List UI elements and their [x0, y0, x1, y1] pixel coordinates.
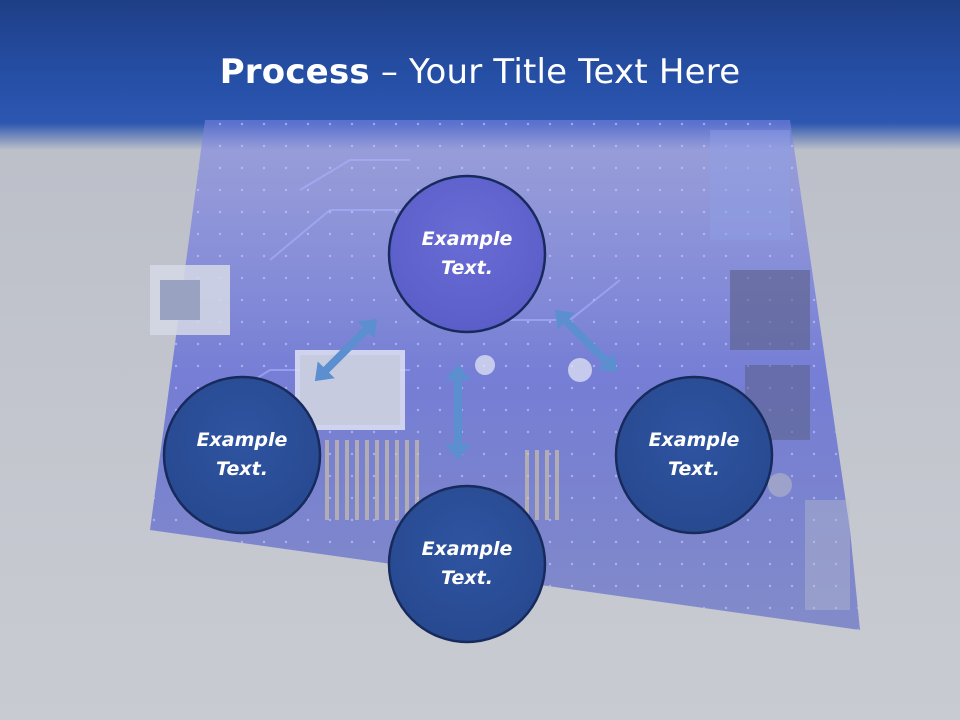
node-label-line1: Example	[196, 429, 288, 451]
node-label-left: Example Text.	[167, 426, 317, 484]
title-bold: Process	[219, 52, 370, 92]
process-node-right	[614, 375, 774, 535]
node-label-bottom: Example Text.	[392, 535, 542, 593]
process-node-left	[162, 375, 322, 535]
node-label-line1: Example	[421, 538, 513, 560]
title-rest: – Your Title Text Here	[369, 52, 741, 92]
node-label-top: Example Text.	[392, 225, 542, 283]
node-label-line2: Text.	[668, 458, 720, 480]
slide-title: Process – Your Title Text Here	[0, 52, 960, 92]
double-arrow-icon	[314, 318, 378, 382]
node-label-line2: Text.	[216, 458, 268, 480]
node-label-line1: Example	[421, 228, 513, 250]
node-label-right: Example Text.	[619, 426, 769, 484]
node-label-line2: Text.	[441, 567, 493, 589]
double-arrow-icon	[445, 364, 471, 460]
node-label-line1: Example	[648, 429, 740, 451]
process-node-bottom	[387, 484, 547, 644]
double-arrow-icon	[554, 309, 618, 373]
process-node-top	[387, 174, 547, 334]
node-label-line2: Text.	[441, 257, 493, 279]
